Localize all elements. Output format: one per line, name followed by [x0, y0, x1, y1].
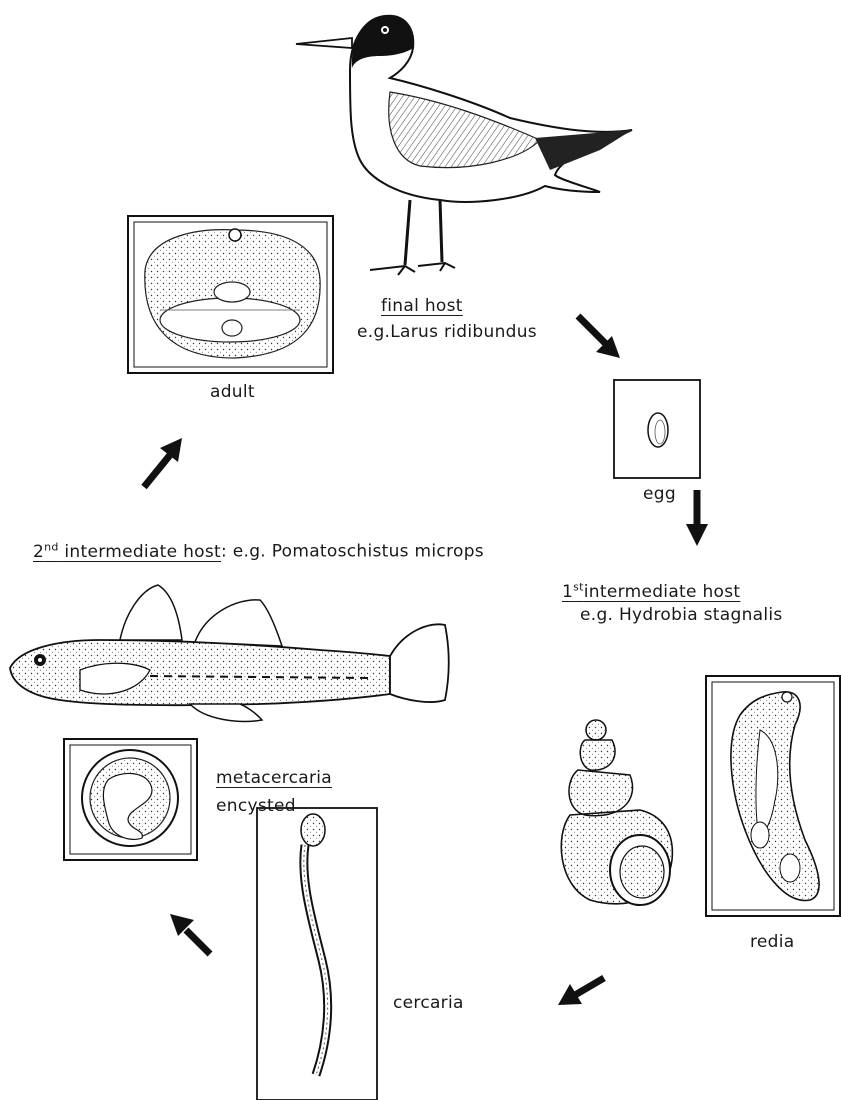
redia-box: [706, 676, 840, 916]
egg-box: [614, 380, 700, 478]
arrow-egg-to-snail: [686, 490, 708, 546]
second-host-ordinal-suffix: nd: [44, 540, 59, 553]
first-host-heading: intermediate host: [584, 582, 741, 602]
second-host-ordinal: 2: [33, 542, 44, 562]
adult-label: adult: [210, 382, 255, 402]
second-host-label: 2nd intermediate host: e.g. Pomatoschist…: [33, 540, 484, 562]
metacercaria-label: metacercaria: [216, 768, 332, 788]
arrow-cercaria-to-metacercaria: [170, 914, 210, 954]
arrow-fish-to-adult: [144, 438, 182, 487]
snail-illustration: [561, 720, 672, 905]
redia-label: redia: [750, 932, 795, 952]
second-host-heading: intermediate host: [64, 542, 221, 562]
first-host-ordinal: 1: [562, 582, 573, 602]
second-host-example: : e.g. Pomatoschistus microps: [221, 542, 484, 562]
metacercaria-state-label: encysted: [216, 796, 296, 816]
final-host-example: e.g.Larus ridibundus: [357, 322, 537, 342]
egg-label: egg: [643, 484, 676, 504]
cercaria-label: cercaria: [393, 993, 464, 1013]
first-host-label: 1stintermediate host: [562, 580, 740, 602]
arrow-redia-to-cercaria: [558, 978, 604, 1005]
first-host-example: e.g. Hydrobia stagnalis: [580, 605, 783, 625]
cercaria-box: [257, 808, 377, 1100]
metacercaria-box: [64, 739, 197, 860]
final-host-heading: final host: [381, 296, 463, 316]
gull-illustration: [296, 16, 632, 275]
adult-box: [128, 216, 333, 373]
fish-illustration: [10, 585, 449, 721]
arrow-bird-to-egg: [578, 316, 620, 358]
first-host-ordinal-suffix: st: [573, 580, 584, 593]
